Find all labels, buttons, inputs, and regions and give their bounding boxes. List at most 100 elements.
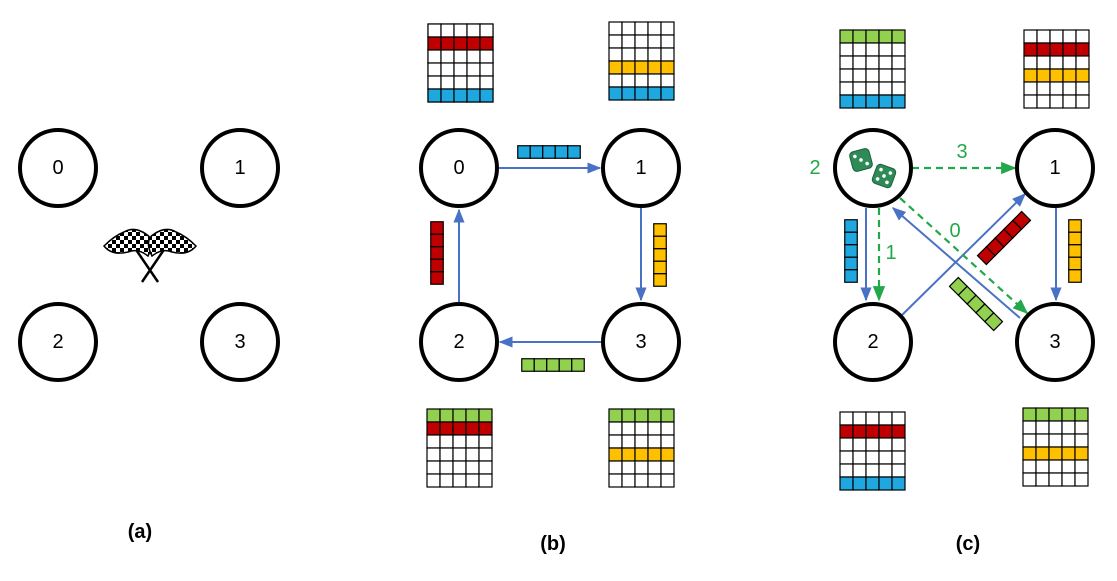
buffer-cell — [634, 408, 649, 423]
buffer-cell — [839, 476, 854, 491]
buffer-cell — [466, 23, 481, 38]
buffer-cell — [621, 421, 636, 436]
buffer-cell — [1023, 81, 1038, 96]
buffer-cell — [1048, 407, 1063, 422]
buffer-cell — [891, 68, 906, 83]
buffer-cell — [1036, 42, 1051, 57]
chunk-blue — [844, 219, 858, 283]
buffer-cell — [865, 42, 880, 57]
buffer-cell — [1075, 55, 1090, 70]
buffer-cell — [1023, 94, 1038, 109]
chunk-cell — [653, 248, 667, 262]
node-label: 2 — [453, 331, 464, 353]
buffer-cell — [440, 23, 455, 38]
edge-label-to-node-3: 0 — [949, 220, 960, 242]
buffer-cell — [478, 460, 493, 475]
buffer-cell — [426, 421, 441, 436]
node-label: 2 — [867, 331, 878, 353]
buffer-node-2 — [426, 408, 493, 488]
buffer-cell — [839, 437, 854, 452]
buffer-cell — [839, 42, 854, 57]
edge-label-to-node-1: 3 — [956, 141, 967, 163]
node-1: 1 — [200, 128, 280, 208]
buffer-cell — [1036, 55, 1051, 70]
buffer-cell — [634, 86, 649, 101]
chunk-cell — [1068, 244, 1082, 258]
buffer-cell — [452, 434, 467, 449]
buffer-cell — [1048, 420, 1063, 435]
buffer-cell — [608, 473, 623, 488]
chunk-yellow — [1068, 219, 1082, 283]
node-0 — [833, 128, 913, 208]
buffer-cell — [439, 447, 454, 462]
buffer-cell — [634, 473, 649, 488]
buffer-cell — [1062, 94, 1077, 109]
buffer-cell — [839, 450, 854, 465]
buffer-cell — [608, 408, 623, 423]
buffer-cell — [891, 411, 906, 426]
buffer-cell — [621, 60, 636, 75]
buffer-cell — [852, 42, 867, 57]
buffer-cell — [426, 473, 441, 488]
chunk-cell — [558, 358, 573, 372]
chunk-cell — [844, 219, 858, 233]
panel-c-chunks — [844, 210, 1082, 332]
buffer-cell — [865, 55, 880, 70]
node-label: 1 — [1049, 157, 1060, 179]
buffer-cell — [466, 75, 481, 90]
buffer-cell — [1048, 472, 1063, 487]
buffer-cell — [621, 408, 636, 423]
chunk-cell — [521, 358, 535, 372]
buffer-cell — [839, 55, 854, 70]
chunk-cell — [844, 269, 858, 283]
chunk-cell — [567, 145, 581, 159]
buffer-cell — [1074, 472, 1089, 487]
buffer-cell — [1061, 433, 1076, 448]
buffer-cell — [839, 81, 854, 96]
buffer-cell — [647, 21, 662, 36]
buffer-cell — [1048, 446, 1063, 461]
edge-label-to-node-2: 1 — [885, 242, 896, 264]
buffer-cell — [1049, 29, 1064, 44]
buffer-cell — [634, 60, 649, 75]
buffer-cell — [465, 473, 480, 488]
buffer-cell — [466, 36, 481, 51]
buffer-cell — [1074, 407, 1089, 422]
buffer-cell — [660, 447, 675, 462]
buffer-cell — [1074, 459, 1089, 474]
node-label: 1 — [635, 157, 646, 179]
buffer-cell — [839, 463, 854, 478]
buffer-cell — [865, 411, 880, 426]
buffer-node-3 — [1022, 407, 1089, 487]
buffer-cell — [852, 94, 867, 109]
buffer-cell — [426, 408, 441, 423]
buffer-cell — [1035, 420, 1050, 435]
buffer-cell — [465, 421, 480, 436]
buffer-cell — [647, 473, 662, 488]
chunk-cell — [430, 271, 444, 285]
buffer-cell — [1035, 472, 1050, 487]
chunk-cell — [529, 145, 544, 159]
buffer-cell — [660, 434, 675, 449]
chunk-cell — [1068, 219, 1082, 233]
buffer-cell — [891, 424, 906, 439]
buffer-cell — [865, 450, 880, 465]
buffer-cell — [1062, 42, 1077, 57]
buffer-cell — [1061, 420, 1076, 435]
panel-c-label: (c) — [956, 533, 980, 555]
panel-b: 0 1 2 3 (b) — [419, 21, 681, 555]
buffer-cell — [634, 447, 649, 462]
buffer-cell — [660, 473, 675, 488]
buffer-cell — [647, 460, 662, 475]
buffer-cell — [426, 447, 441, 462]
buffer-cell — [621, 47, 636, 62]
buffer-cell — [1075, 29, 1090, 44]
buffer-cell — [647, 408, 662, 423]
buffer-node-1 — [1023, 29, 1090, 109]
buffer-cell — [439, 434, 454, 449]
buffer-cell — [478, 421, 493, 436]
buffer-cell — [852, 55, 867, 70]
dashed-edge-0-to-3 — [899, 197, 1029, 315]
buffer-cell — [439, 460, 454, 475]
node-2: 2 — [419, 302, 499, 382]
